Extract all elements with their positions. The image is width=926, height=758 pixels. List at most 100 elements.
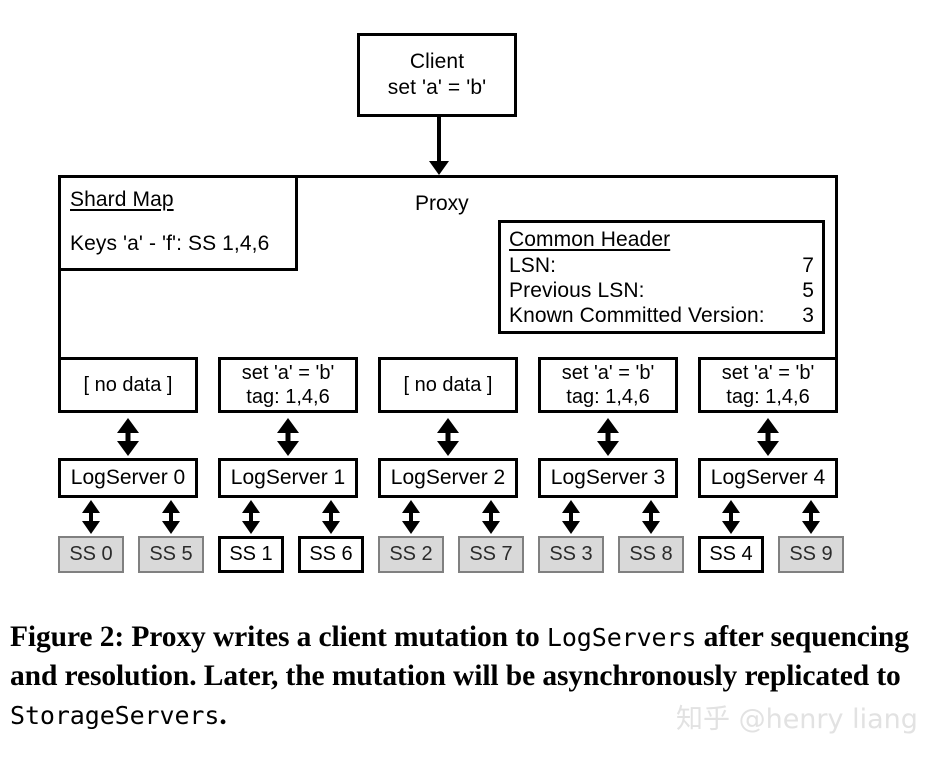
common-header-row-lsn: LSN: 7	[509, 254, 814, 279]
logserver-to-ss-arrow-3	[321, 500, 341, 534]
arrow-shaft	[329, 505, 333, 529]
logserver-to-ss-arrow-2	[241, 500, 261, 534]
message-to-logserver-arrow-3	[596, 418, 620, 456]
arrow-head-down-icon	[722, 521, 740, 534]
caption-part-2: after sequencing and resolution. Later, …	[10, 621, 909, 693]
logserver-box-2: LogServer 2	[378, 458, 518, 498]
logserver-box-4: LogServer 4	[698, 458, 838, 498]
proxy-label: Proxy	[415, 192, 469, 215]
arrow-shaft	[125, 424, 131, 450]
storage-server-box-3: SS 6	[298, 536, 364, 573]
message-line-1: [ no data ]	[83, 374, 173, 396]
arrow-head-icon	[429, 161, 449, 175]
storage-server-label: SS 8	[629, 543, 673, 565]
figure-caption: Figure 2: Proxy writes a client mutation…	[10, 618, 916, 736]
storage-server-label: SS 7	[469, 543, 513, 565]
logserver-to-ss-arrow-1	[161, 500, 181, 534]
row-value: 7	[802, 254, 814, 278]
arrow-shaft	[569, 505, 573, 529]
message-box-1: set 'a' = 'b' tag: 1,4,6	[218, 357, 358, 413]
message-to-logserver-arrow-0	[116, 418, 140, 456]
message-box-0: [ no data ]	[58, 357, 198, 413]
common-header-row-known-committed-version: Known Committed Version: 3	[509, 304, 814, 329]
logserver-box-1: LogServer 1	[218, 458, 358, 498]
client-to-proxy-arrow	[429, 117, 449, 175]
row-key: Previous LSN:	[509, 279, 645, 303]
logserver-label: LogServer 2	[390, 466, 506, 489]
row-value: 3	[802, 303, 814, 327]
arrow-shaft	[489, 505, 493, 529]
storage-server-box-6: SS 3	[538, 536, 604, 573]
arrow-head-down-icon	[597, 441, 619, 456]
message-line-2: tag: 1,4,6	[566, 386, 650, 408]
shard-map-title: Shard Map	[70, 188, 174, 211]
storage-server-box-8: SS 4	[698, 536, 764, 573]
arrow-shaft	[249, 505, 253, 529]
arrow-head-down-icon	[482, 521, 500, 534]
arrow-shaft	[169, 505, 173, 529]
arrow-shaft	[445, 424, 451, 450]
arrow-shaft	[809, 505, 813, 529]
arrow-head-down-icon	[117, 441, 139, 456]
storage-server-box-7: SS 8	[618, 536, 684, 573]
row-key: Known Committed Version:	[509, 303, 765, 327]
storage-server-box-2: SS 1	[218, 536, 284, 573]
arrow-head-down-icon	[437, 441, 459, 456]
storage-server-label: SS 4	[709, 543, 753, 565]
logserver-label: LogServer 0	[70, 466, 186, 489]
message-box-2: [ no data ]	[378, 357, 518, 413]
logserver-label: LogServer 4	[710, 466, 826, 489]
row-key: LSN:	[509, 254, 557, 278]
logserver-to-ss-arrow-4	[401, 500, 421, 534]
common-header-row-previous-lsn: Previous LSN: 5	[509, 279, 814, 304]
caption-mono-storageservers: StorageServers	[10, 701, 220, 731]
client-operation: set 'a' = 'b'	[387, 76, 487, 99]
message-line-1: set 'a' = 'b'	[241, 362, 335, 384]
storage-server-label: SS 6	[309, 543, 353, 565]
arrow-shaft	[649, 505, 653, 529]
logserver-label: LogServer 3	[550, 466, 666, 489]
storage-server-box-5: SS 7	[458, 536, 524, 573]
message-box-3: set 'a' = 'b' tag: 1,4,6	[538, 357, 678, 413]
caption-part-3: .	[219, 699, 227, 732]
arrow-shaft	[409, 505, 413, 529]
message-line-2: tag: 1,4,6	[246, 386, 330, 408]
storage-server-box-4: SS 2	[378, 536, 444, 573]
message-line-2: tag: 1,4,6	[726, 386, 810, 408]
arrow-shaft	[729, 505, 733, 529]
logserver-to-ss-arrow-9	[801, 500, 821, 534]
arrow-shaft	[285, 424, 291, 450]
logserver-box-0: LogServer 0	[58, 458, 198, 498]
arrow-head-down-icon	[642, 521, 660, 534]
logserver-to-ss-arrow-5	[481, 500, 501, 534]
storage-server-label: SS 5	[149, 543, 193, 565]
storage-server-label: SS 9	[789, 543, 833, 565]
logserver-to-ss-arrow-8	[721, 500, 741, 534]
storage-server-label: SS 1	[229, 543, 273, 565]
arrow-shaft	[605, 424, 611, 450]
shard-map-entry: Keys 'a' - 'f': SS 1,4,6	[70, 232, 270, 256]
storage-server-box-9: SS 9	[778, 536, 844, 573]
logserver-to-ss-arrow-6	[561, 500, 581, 534]
logserver-to-ss-arrow-7	[641, 500, 661, 534]
logserver-label: LogServer 1	[230, 466, 346, 489]
arrow-shaft	[89, 505, 93, 529]
common-header-box: Common Header LSN: 7 Previous LSN: 5 Kno…	[498, 220, 825, 334]
arrow-shaft	[437, 117, 441, 162]
arrow-head-down-icon	[277, 441, 299, 456]
message-line-1: [ no data ]	[403, 374, 493, 396]
logserver-to-ss-arrow-0	[81, 500, 101, 534]
message-line-1: set 'a' = 'b'	[721, 362, 815, 384]
storage-server-box-1: SS 5	[138, 536, 204, 573]
storage-server-label: SS 0	[69, 543, 113, 565]
storage-server-label: SS 3	[549, 543, 593, 565]
message-to-logserver-arrow-4	[756, 418, 780, 456]
message-box-4: set 'a' = 'b' tag: 1,4,6	[698, 357, 838, 413]
arrow-head-down-icon	[162, 521, 180, 534]
arrow-head-down-icon	[757, 441, 779, 456]
caption-mono-logservers: LogServers	[546, 623, 697, 652]
arrow-shaft	[765, 424, 771, 450]
logserver-box-3: LogServer 3	[538, 458, 678, 498]
storage-server-label: SS 2	[389, 543, 433, 565]
